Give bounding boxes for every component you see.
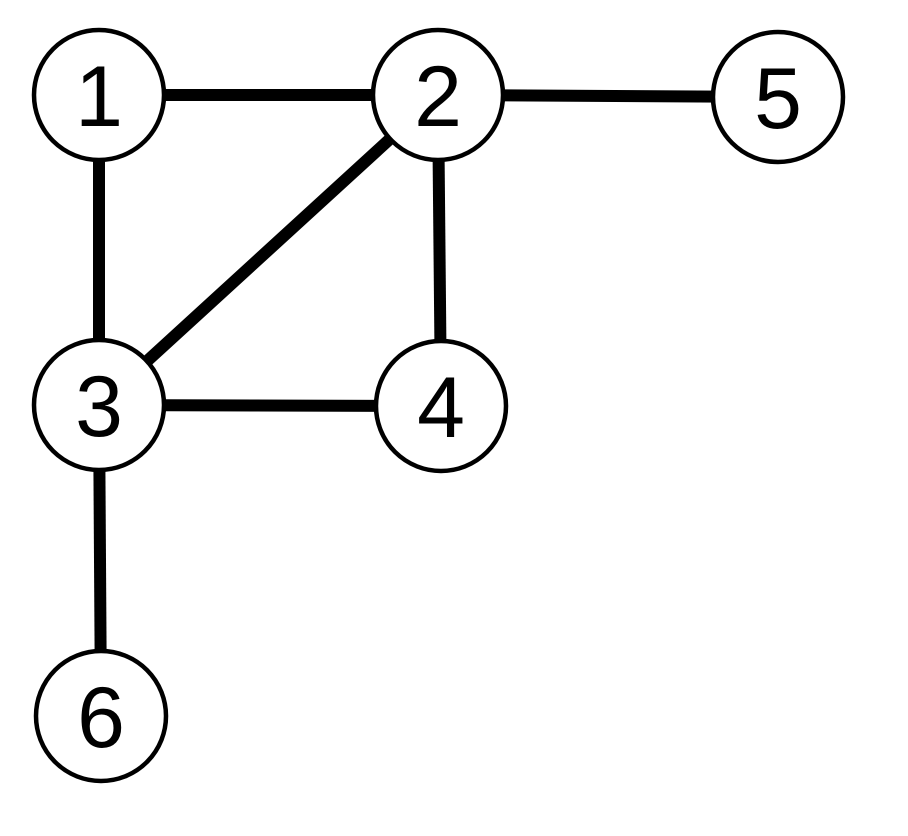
node-label-5: 5 — [754, 51, 802, 147]
node-circle-6 — [33, 648, 169, 784]
node-circle-4 — [373, 338, 509, 474]
node-4: 4 — [373, 338, 509, 474]
node-5: 5 — [710, 29, 846, 165]
node-label-6: 6 — [77, 670, 125, 766]
node-circle-2 — [370, 27, 506, 163]
node-label-3: 3 — [75, 359, 123, 455]
node-label-2: 2 — [414, 49, 462, 145]
node-6: 6 — [33, 648, 169, 784]
node-2: 2 — [370, 27, 506, 163]
edge-2-3 — [94, 90, 443, 410]
node-3: 3 — [31, 337, 167, 473]
node-label-4: 4 — [417, 360, 465, 456]
node-circle-3 — [31, 337, 167, 473]
node-circle-5 — [710, 29, 846, 165]
node-1: 1 — [31, 27, 167, 163]
node-circle-1 — [31, 27, 167, 163]
node-label-1: 1 — [75, 49, 123, 145]
nodes-layer: 1 2 3 4 5 6 — [31, 27, 846, 784]
